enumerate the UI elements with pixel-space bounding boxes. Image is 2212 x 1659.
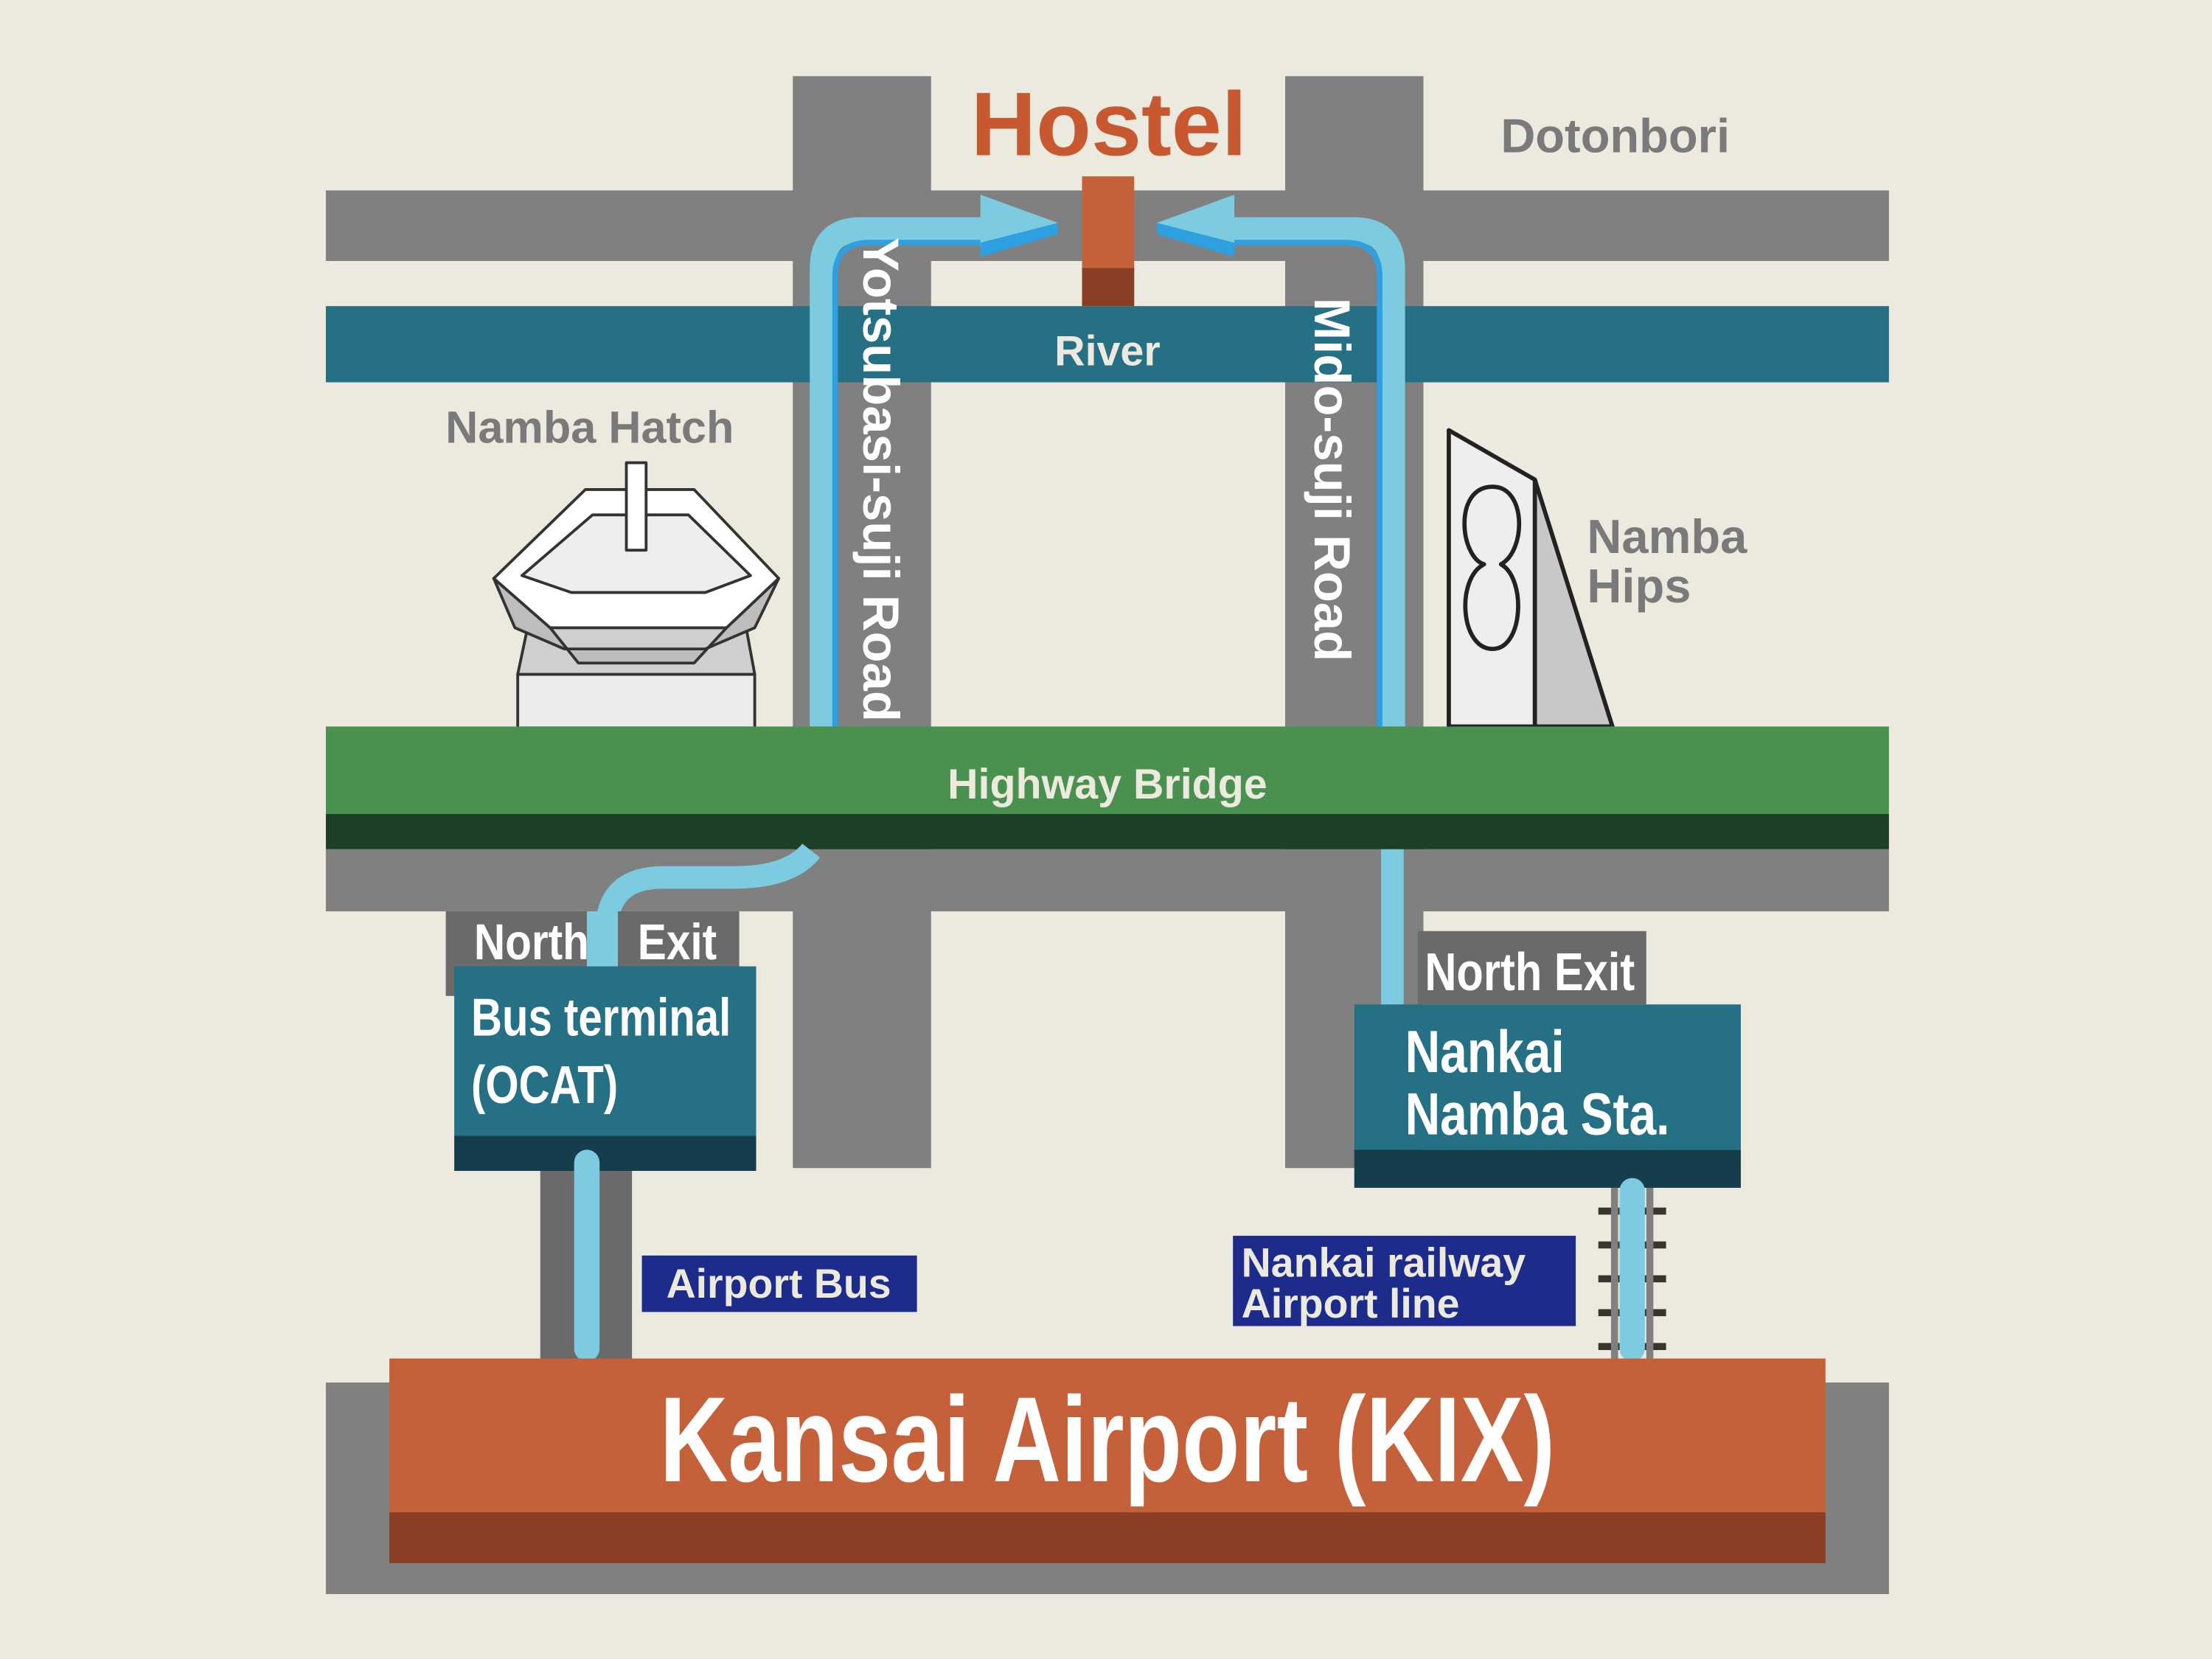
arrow-right-shadow <box>980 223 1058 257</box>
route-right-upper <box>1213 217 1405 727</box>
hostel-building-base <box>1082 268 1135 307</box>
arrow-left-icon <box>1156 195 1235 251</box>
namba-hatch-building-icon <box>492 461 781 730</box>
route-bus-exit <box>586 911 619 968</box>
nankai-station-box <box>1354 1004 1741 1150</box>
railway-track-icon <box>1598 1178 1666 1362</box>
midosuji-road-label: Mido-suji Road <box>1304 298 1360 661</box>
hostel-building <box>1082 176 1135 270</box>
river-label: River <box>1054 328 1161 375</box>
nankai-railway-label-line2: Airport line <box>1242 1281 1460 1326</box>
namba-hatch-label: Namba Hatch <box>445 403 734 453</box>
arrow-left-shadow <box>1156 223 1235 257</box>
bus-terminal-name-line1: Bus terminal <box>471 987 731 1047</box>
nankai-station-name-line1: Nankai <box>1405 1018 1565 1085</box>
kansai-airport-label: Kansai Airport (KIX) <box>660 1372 1556 1508</box>
bus-terminal-name-line2: (OCAT) <box>471 1054 618 1115</box>
yotsubashi-road-label: Yotsubasi-suji Road <box>852 237 909 722</box>
nankai-station-name-line2: Namba Sta. <box>1405 1080 1670 1147</box>
bus-terminal-box-base <box>454 1135 757 1172</box>
highway-bridge <box>325 726 1889 814</box>
nankai-north-exit-box <box>1417 931 1646 1005</box>
namba-hips-label-line1: Namba <box>1587 509 1747 563</box>
arrow-right-icon <box>980 195 1058 251</box>
namba-hips-label-line2: Hips <box>1587 559 1691 613</box>
lower-road <box>325 849 1889 911</box>
airport-bus-label-box <box>641 1255 917 1312</box>
nankai-railway-label-line1: Nankai railway <box>1242 1240 1526 1286</box>
bus-exit-north-label: North <box>474 914 589 971</box>
hostel-title: Hostel <box>971 73 1247 174</box>
kansai-airport-box <box>389 1358 1826 1513</box>
bus-terminal-box <box>454 966 757 1136</box>
dotonbori-label: Dotonbori <box>1500 109 1730 163</box>
kansai-airport-box-base <box>389 1512 1826 1563</box>
namba-hips-building-icon <box>1447 428 1615 729</box>
airport-bus-label: Airport Bus <box>667 1261 891 1307</box>
highway-bridge-label: Highway Bridge <box>947 761 1267 808</box>
river <box>325 306 1889 383</box>
nankai-station-box-base <box>1354 1150 1741 1188</box>
route-right-lower <box>1381 849 1404 1008</box>
bus-exit-exit-label: Exit <box>638 914 717 971</box>
route-left-lower <box>595 843 821 974</box>
route-left-upper <box>810 217 1002 727</box>
nankai-railway-label-box <box>1233 1236 1576 1326</box>
route-airport-bus <box>574 1150 600 1362</box>
highway-bridge-shadow <box>325 813 1889 849</box>
nankai-north-exit-label: North Exit <box>1425 943 1635 1003</box>
